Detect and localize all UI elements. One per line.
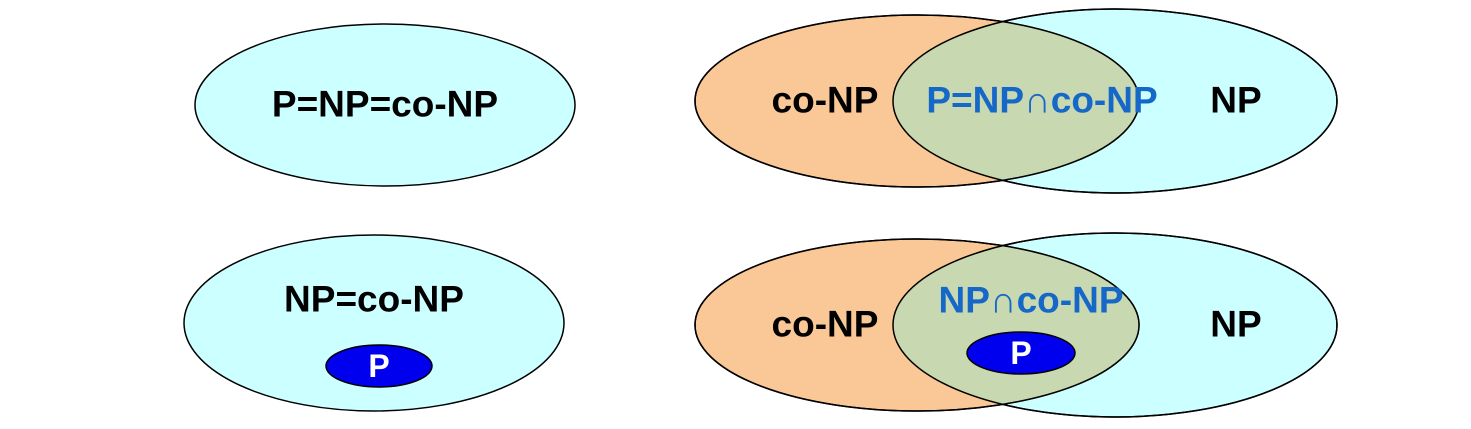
diagram-p-equals-np-equals-conp: P=NP=co-NP [194, 23, 576, 187]
intersection-region [893, 15, 1139, 187]
np-label: NP [1210, 304, 1261, 345]
conp-label: co-NP [772, 304, 879, 345]
np-conp-ellipse [183, 234, 565, 412]
unified-class-label: P=NP=co-NP [272, 84, 498, 125]
diagram-p-equals-intersection: co-NP P=NP∩co-NP NP [694, 8, 1338, 194]
np-outline [892, 8, 1338, 194]
diagram-np-equals-conp: NP=co-NP P [183, 234, 565, 412]
p-label: P [368, 348, 389, 384]
diagram-intersection-with-p: co-NP NP∩co-NP NP P [694, 232, 1338, 418]
p-ellipse [966, 331, 1076, 375]
conp-outline [694, 14, 1140, 188]
np-outline [892, 232, 1338, 418]
p-label: P [1010, 335, 1031, 371]
np-conp-label: NP=co-NP [284, 279, 464, 320]
intersection-label: NP∩co-NP [938, 280, 1123, 321]
conp-label: co-NP [772, 80, 879, 121]
p-ellipse [325, 344, 433, 388]
intersection-label: P=NP∩co-NP [926, 80, 1157, 121]
conp-outline [694, 238, 1140, 412]
unified-class-ellipse [194, 23, 576, 187]
np-label: NP [1210, 80, 1261, 121]
